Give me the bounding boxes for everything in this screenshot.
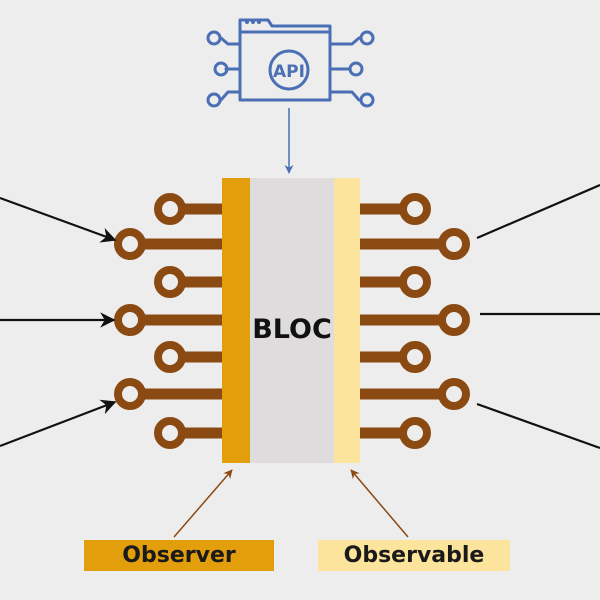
observable-label-box: Observable: [318, 540, 510, 571]
observer-bar: [222, 178, 250, 463]
api-icon: [206, 18, 375, 108]
observable-label: Observable: [343, 543, 485, 568]
bloc-body: [250, 178, 334, 463]
observable-bar: [334, 178, 360, 463]
incoming-arrows: [0, 196, 117, 448]
observable-pointer-arrow: [350, 469, 409, 538]
api-label: API: [273, 62, 305, 82]
right-pins: [354, 203, 458, 439]
left-pin-pads: [114, 193, 186, 449]
observer-pointer-arrow: [173, 469, 233, 538]
api-window-dots: [245, 20, 261, 24]
observer-label-box: Observer: [84, 540, 274, 571]
outgoing-lines: [476, 183, 600, 450]
right-pin-pads: [399, 193, 470, 449]
bloc-label: BLOC: [252, 314, 332, 345]
observer-label: Observer: [122, 543, 236, 568]
